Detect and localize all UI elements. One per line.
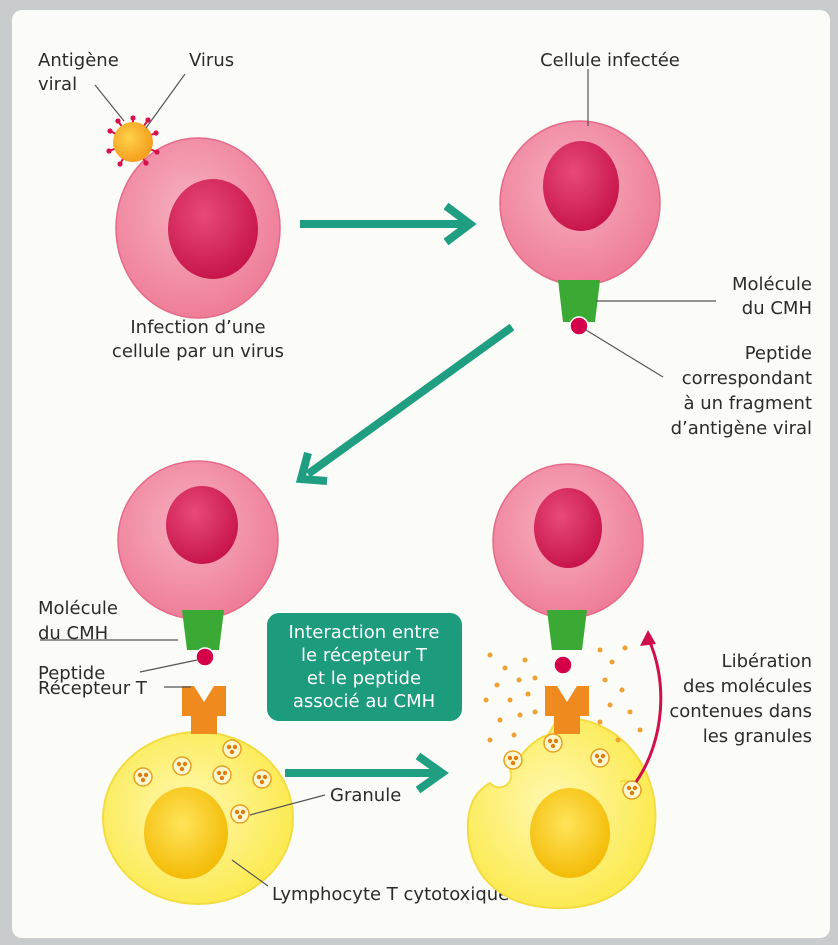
label-cmh-left-line2: du CMH xyxy=(38,623,108,644)
label-antigene-line1: Antigène xyxy=(38,50,119,71)
infected-cell-bottom-left xyxy=(118,461,278,619)
interaction-line4: associé au CMH xyxy=(293,691,435,712)
lymphocyte-left xyxy=(103,732,293,904)
label-recepteur-t: Récepteur T xyxy=(38,678,148,699)
label-peptide-top-line4: d’antigène viral xyxy=(671,418,812,439)
label-cmh-top-line1: Molécule xyxy=(732,274,812,295)
label-peptide-top-line3: à un fragment xyxy=(683,393,812,414)
peptide-left xyxy=(196,648,214,666)
label-infection-line1: Infection d’une xyxy=(130,317,265,338)
peptide-top xyxy=(570,317,588,335)
label-cmh-top-line2: du CMH xyxy=(742,298,812,319)
label-peptide-top-line2: correspondant xyxy=(682,368,812,389)
label-lymphocyte: Lymphocyte T cytotoxique xyxy=(272,884,509,905)
mhc-molecule-left xyxy=(182,610,224,650)
mhc-molecule-top xyxy=(558,280,600,322)
interaction-box: Interaction entre le récepteur T et le p… xyxy=(267,613,462,721)
label-virus: Virus xyxy=(189,50,234,71)
label-infection-line2: cellule par un virus xyxy=(112,341,284,362)
label-peptide-top-line1: Peptide xyxy=(745,343,812,364)
mhc-molecule-right xyxy=(547,610,587,650)
label-liberation-line4: les granules xyxy=(703,726,812,747)
label-liberation-line1: Libération xyxy=(722,651,812,672)
label-cmh-left-line1: Molécule xyxy=(38,598,118,619)
label-liberation-line2: des molécules xyxy=(683,676,812,697)
label-cellule-infectee: Cellule infectée xyxy=(540,50,680,71)
label-antigene-line2: viral xyxy=(38,74,77,95)
interaction-line2: le récepteur T xyxy=(301,645,428,666)
peptide-right xyxy=(554,656,572,674)
interaction-line1: Interaction entre xyxy=(289,622,440,643)
infected-cell-right xyxy=(500,121,660,285)
label-liberation-line3: contenues dans xyxy=(669,701,812,722)
infected-cell-bottom-right xyxy=(493,464,643,618)
label-granule: Granule xyxy=(330,785,401,806)
interaction-line3: et le peptide xyxy=(307,668,421,689)
infected-cell-left xyxy=(116,138,280,318)
